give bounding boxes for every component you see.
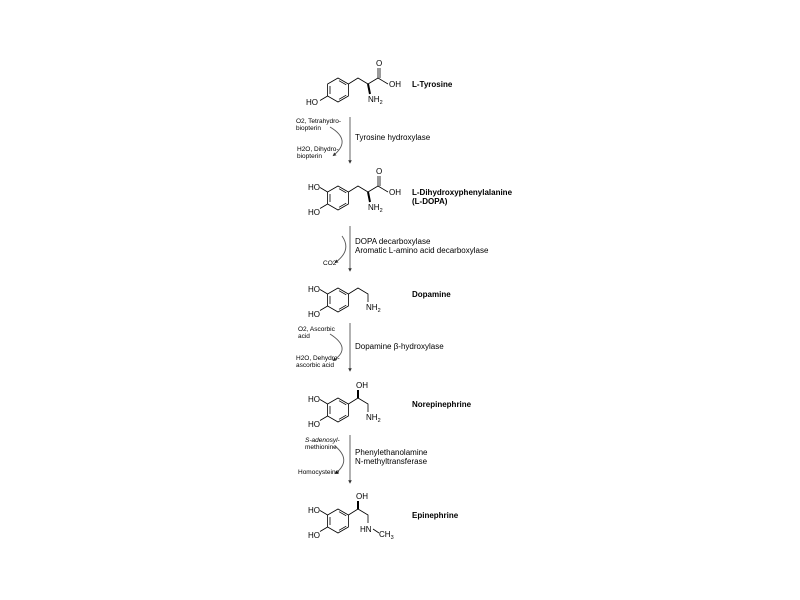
coproduct-label: ascorbic acid	[296, 362, 334, 369]
atom-label: NH2	[368, 95, 383, 106]
cosubstrate-label: biopterin	[296, 125, 321, 132]
atom-label: OH	[389, 188, 401, 197]
enzyme-label: Tyrosine hydroxylase	[355, 133, 431, 142]
cosubstrate-label: O2, Ascorbic	[298, 326, 336, 333]
cosubstrate-label: methionine	[305, 444, 337, 451]
molecule-epinephrine: HO HO OH HN CH3	[308, 492, 394, 541]
reaction-step-2: DOPA decarboxylase Aromatic L-amino acid…	[323, 226, 489, 272]
compound-name: Norepinephrine	[412, 400, 472, 409]
molecule-norepinephrine: HO HO OH NH2	[308, 381, 381, 429]
atom-label: HO	[308, 310, 320, 319]
reaction-step-4: S-adenosyl- methionine Phenylethanolamin…	[298, 435, 428, 484]
atom-label: HO	[308, 208, 320, 217]
atom-label: HO	[306, 98, 318, 107]
atom-label: HO	[308, 531, 320, 540]
compound-name: L-Tyrosine	[412, 80, 453, 89]
coproduct-label: H2O, Dihydro-	[297, 146, 339, 153]
atom-label: HO	[308, 506, 320, 515]
cosubstrate-label: S-adenosyl-	[305, 437, 341, 444]
compound-name-alt: (L-DOPA)	[412, 197, 448, 206]
molecule-dopamine: HO HO NH2	[308, 285, 381, 319]
atom-label: O	[376, 167, 382, 176]
coproduct-label: CO2	[323, 260, 337, 267]
atom-label: CH3	[379, 530, 394, 541]
compound-name: L-Dihydroxyphenylalanine	[412, 188, 513, 197]
enzyme-label: Dopamine β-hydroxylase	[355, 342, 444, 351]
atom-label: NH2	[366, 303, 381, 314]
enzyme-label: DOPA decarboxylase	[355, 237, 431, 246]
molecule-l-dopa: HO HO NH2 O OH	[308, 167, 401, 217]
reaction-step-1: O2, Tetrahydro- biopterin Tyrosine hydro…	[296, 117, 431, 164]
enzyme-label: Phenylethanolamine	[355, 448, 428, 457]
atom-label: NH2	[366, 413, 381, 424]
molecule-l-tyrosine: HO NH2 O OH	[306, 59, 401, 107]
atom-label: O	[376, 59, 382, 68]
atom-label: HO	[308, 183, 320, 192]
atom-label: OH	[356, 381, 368, 390]
atom-label: HO	[308, 285, 320, 294]
cosubstrate-label: acid	[298, 333, 310, 340]
coproduct-label: H2O, Dehydro-	[296, 355, 340, 362]
atom-label: HO	[308, 395, 320, 404]
compound-name: Dopamine	[412, 290, 451, 299]
coproduct-label: Homocysteine	[298, 469, 340, 476]
atom-label: HO	[308, 420, 320, 429]
coproduct-label: biopterin	[297, 153, 322, 160]
atom-label: OH	[389, 80, 401, 89]
compound-name: Epinephrine	[412, 511, 459, 520]
enzyme-label: Aromatic L-amino acid decarboxylase	[355, 246, 489, 255]
reaction-step-3: O2, Ascorbic acid Dopamine β-hydroxylase…	[296, 323, 444, 372]
atom-label: HN	[360, 525, 372, 534]
atom-label: OH	[356, 492, 368, 501]
enzyme-label: N-methyltransferase	[355, 457, 428, 466]
cosubstrate-label: O2, Tetrahydro-	[296, 118, 341, 125]
atom-label: NH2	[368, 203, 383, 214]
